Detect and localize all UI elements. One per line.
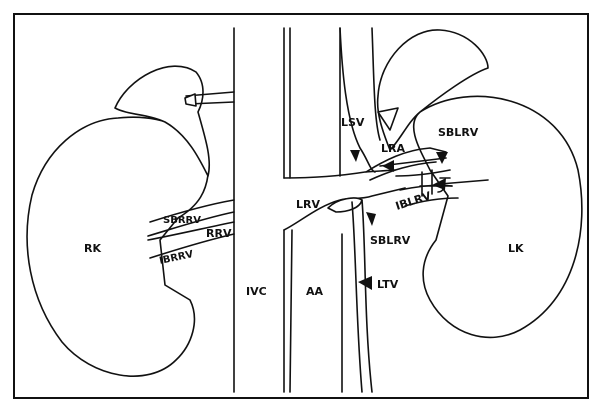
label-sblrv-upper: SBLRV [438, 126, 479, 139]
label-iblrv: IBLRV [394, 189, 433, 213]
label-ivc: IVC [246, 285, 267, 298]
ivc-vessel [234, 28, 284, 392]
ltv-vessel [352, 200, 372, 392]
sblrv-lower-pointer [366, 212, 376, 226]
label-sblrv-lower: SBLRV [370, 234, 411, 247]
label-lsv: LSV [341, 116, 365, 129]
label-sbrrv: SBRRV [163, 215, 201, 226]
label-aa: AA [306, 285, 324, 298]
right-kidney [27, 117, 208, 376]
lsv-pointer [350, 150, 360, 162]
label-lra: LRA [381, 142, 405, 155]
label-ltv: LTV [377, 278, 399, 291]
label-rrv: RRV [206, 227, 232, 240]
label-rk: RK [84, 242, 101, 255]
label-lrv: LRV [296, 198, 320, 211]
label-ibrrv: IBRRV [158, 249, 194, 267]
label-lk: LK [508, 242, 524, 255]
lsv-vessel [340, 28, 380, 172]
lrv-bulge [328, 198, 362, 212]
